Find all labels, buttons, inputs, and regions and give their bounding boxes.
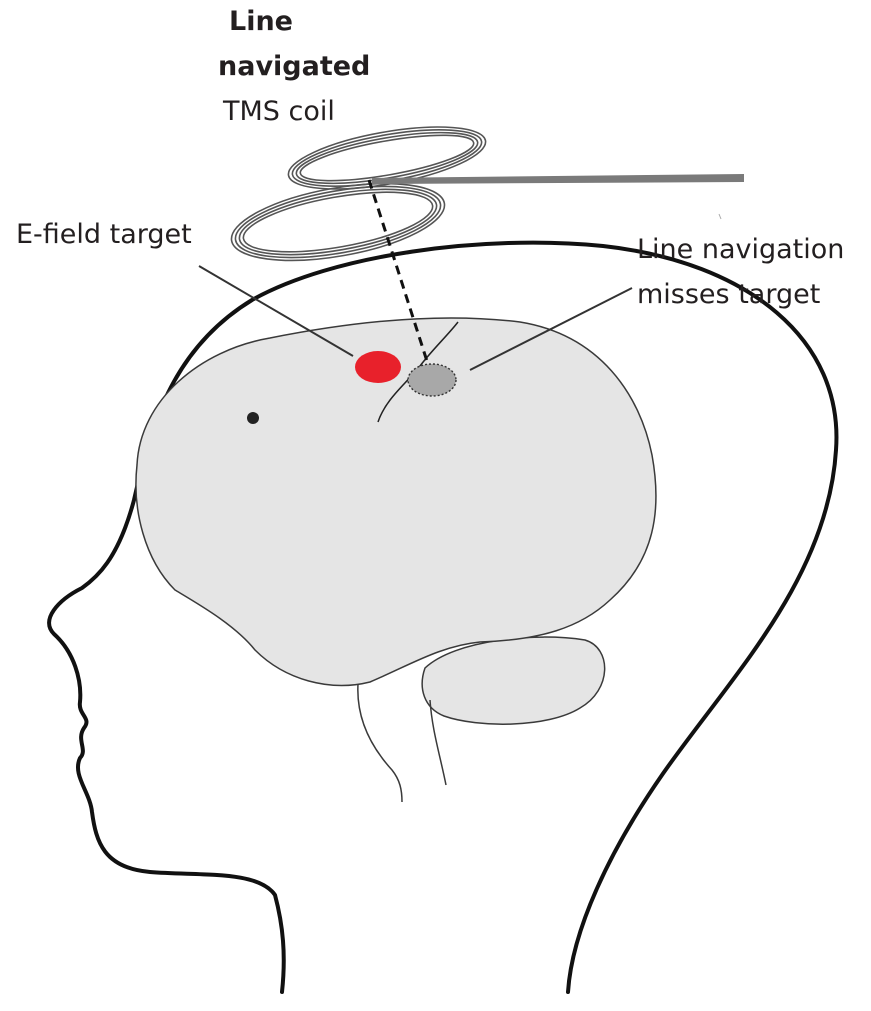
coil-title-line1: Line <box>229 6 293 37</box>
cerebellum <box>422 637 604 724</box>
tms-coil <box>226 115 490 274</box>
coil-handle-tick <box>719 214 721 219</box>
efield-target-label: E-field target <box>16 219 192 250</box>
landmark-dot <box>247 412 259 424</box>
efield-target-spot <box>355 351 401 383</box>
coil-subtitle: TMS coil <box>222 96 335 127</box>
miss-label-line1: Line navigation <box>637 234 844 265</box>
missed-spot <box>408 364 456 396</box>
miss-label-line2: misses target <box>637 279 820 310</box>
brainstem <box>358 684 402 802</box>
coil-title-line2: navigated <box>218 51 370 82</box>
